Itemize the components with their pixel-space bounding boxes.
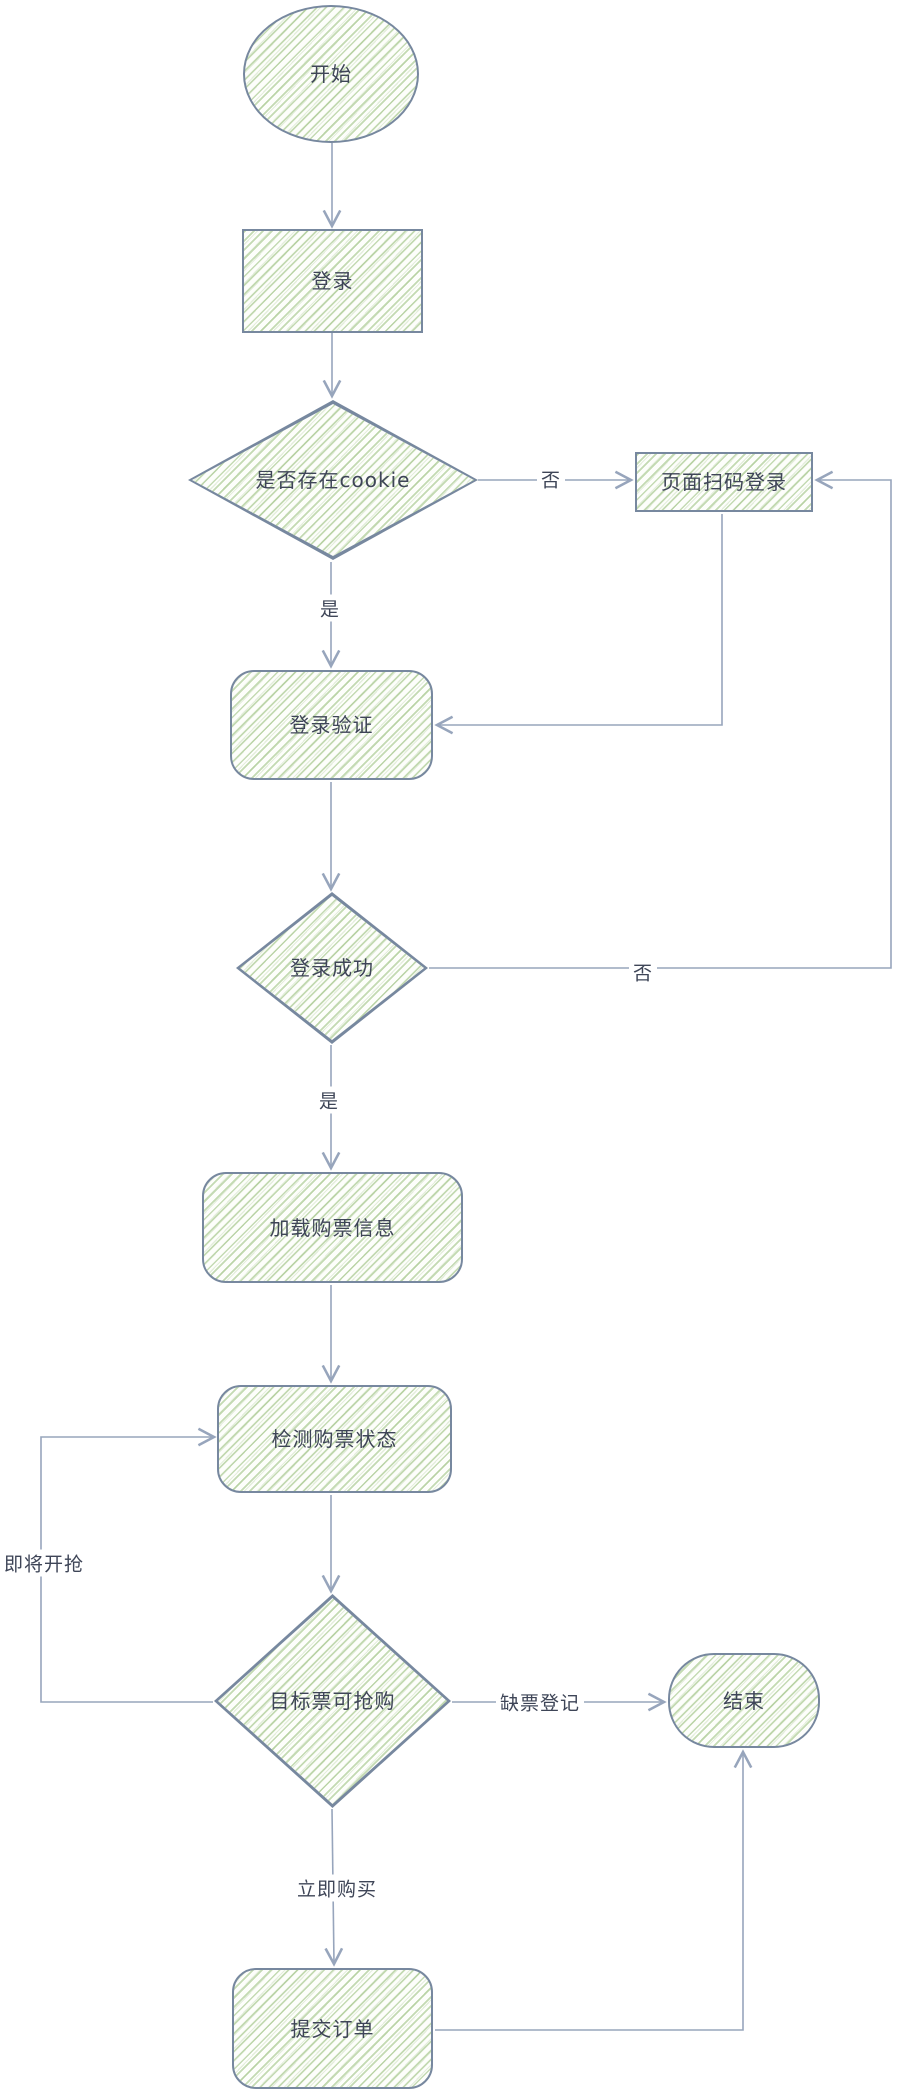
node-login-success[interactable]: 登录成功	[236, 892, 428, 1044]
edge-loginfail-scanlogin	[429, 470, 892, 969]
node-scan-login[interactable]: 页面扫码登录	[635, 452, 813, 512]
edge-label-cookie-yes: 是	[315, 594, 345, 622]
edge-label-about-to-start: 即将开抢	[0, 1549, 89, 1577]
node-submit-order[interactable]: 提交订单	[232, 1968, 433, 2089]
edge-submit-end	[435, 1749, 753, 2031]
node-submit-order-label: 提交订单	[290, 2016, 375, 2041]
edge-label-login-yes: 是	[314, 1086, 344, 1114]
node-check-ticket-status-label: 检测购票状态	[271, 1427, 398, 1451]
node-check-ticket-status[interactable]: 检测购票状态	[217, 1385, 452, 1493]
node-end[interactable]: 结束	[668, 1653, 820, 1748]
node-target-available-label: 目标票可抢购	[269, 1689, 396, 1713]
edge-label-ticket-missing: 缺票登记	[495, 1688, 585, 1716]
edge-label-login-fail: 否	[628, 958, 658, 986]
edge-label-cookie-no: 否	[536, 465, 566, 493]
node-login-success-label: 登录成功	[290, 956, 374, 980]
node-cookie-check-label: 是否存在cookie	[255, 468, 411, 492]
node-start-label: 开始	[310, 62, 352, 86]
node-cookie-check[interactable]: 是否存在cookie	[188, 400, 478, 560]
edge-scanlogin-verify	[434, 514, 723, 735]
node-login-verify[interactable]: 登录验证	[230, 670, 433, 780]
node-scan-login-label: 页面扫码登录	[661, 470, 787, 494]
node-login-verify-label: 登录验证	[289, 713, 374, 737]
node-load-ticket-info-label: 加载购票信息	[269, 1215, 396, 1240]
node-login-label: 登录	[311, 269, 354, 293]
node-load-ticket-info[interactable]: 加载购票信息	[202, 1172, 463, 1283]
node-start[interactable]: 开始	[243, 5, 419, 143]
node-end-label: 结束	[723, 1688, 765, 1713]
edge-label-buy-now: 立即购买	[292, 1874, 382, 1902]
node-target-available[interactable]: 目标票可抢购	[214, 1594, 451, 1808]
node-login[interactable]: 登录	[242, 229, 423, 333]
